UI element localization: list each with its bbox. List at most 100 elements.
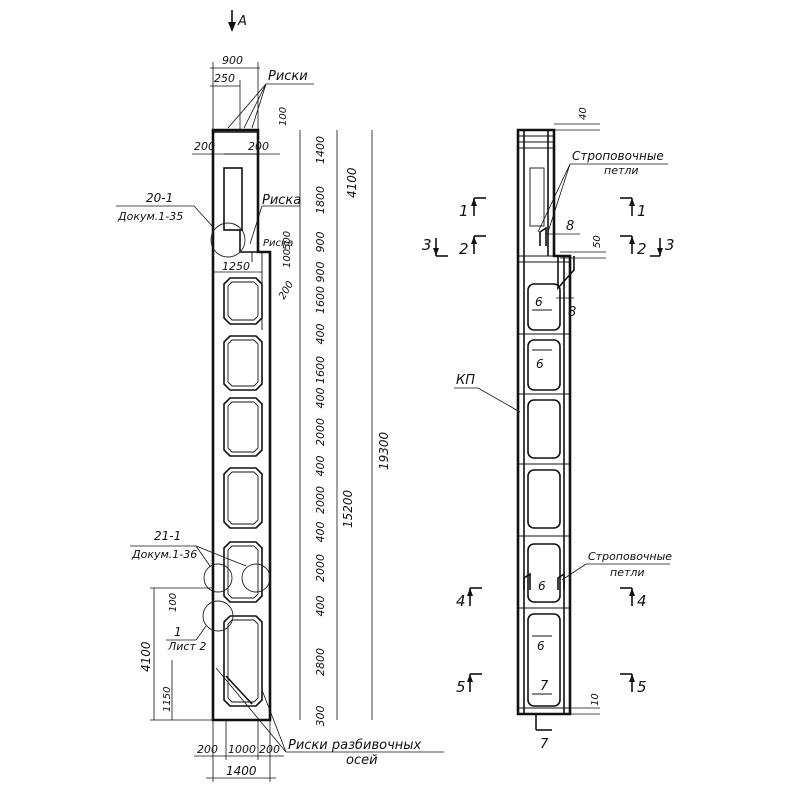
section-3-right: 3: [650, 236, 675, 257]
lifting-loop-bottom: [523, 572, 531, 590]
mark-8-lower: 8: [568, 305, 576, 320]
callout-circle-1: [202, 600, 234, 632]
svg-text:4: 4: [456, 592, 466, 610]
leader: [547, 163, 571, 233]
dim-top-250: 250: [214, 72, 235, 85]
left-view: A 900 250 Риски 100 200 200: [116, 10, 444, 782]
right-dim-label: 400: [314, 324, 327, 345]
section-4-left: 4: [456, 587, 482, 610]
side-opening-4: [527, 469, 561, 529]
side-opening-3: [527, 399, 561, 459]
opening-2-inner: [227, 339, 259, 387]
section-5-right: 5: [620, 673, 647, 696]
loops-label-2b: петли: [610, 566, 645, 579]
right-dim-labels: 1400 1800 900 900 1600 400 1600 400 2000 400 2000 4…: [314, 136, 327, 727]
svg-text:2: 2: [459, 240, 469, 258]
leader: [561, 563, 587, 581]
mark-label: Риска: [263, 238, 293, 249]
section-3-left: 3: [422, 236, 448, 257]
bottom-dim-200-left: 200: [197, 743, 218, 756]
side-opening-1: [527, 283, 561, 331]
dim-10: 10: [590, 693, 601, 706]
section-2-left: 2: [459, 235, 486, 258]
leader: [227, 83, 267, 129]
opening-3: [223, 397, 263, 457]
node-6d: 6: [537, 639, 545, 653]
side-opening-6: [527, 613, 561, 707]
node-6a: 6: [535, 295, 543, 309]
section-7-label: 7: [540, 737, 549, 752]
svg-text:3: 3: [665, 236, 675, 254]
mark-8-upper: 8: [566, 219, 574, 234]
leader: [249, 205, 263, 245]
leader: [215, 667, 287, 753]
dim-50: 50: [592, 235, 603, 248]
callout-1-doc: Лист 2: [167, 640, 206, 653]
opening-6: [223, 615, 263, 707]
left-dim-1150: 1150: [162, 687, 173, 712]
callout-20-1-doc: Докум.1-35: [117, 210, 183, 223]
bottom-dim-200-right: 200: [259, 743, 280, 756]
leader: [261, 689, 287, 753]
callout-21-1-doc: Докум.1-36: [131, 548, 197, 561]
bottom-dim-1400: 1400: [226, 764, 257, 778]
section-2-right: 2: [620, 235, 647, 258]
leader: [537, 163, 571, 233]
mark-label-top: Риска: [262, 193, 301, 208]
right-dim-label: 400: [314, 522, 327, 543]
dim-40: 40: [578, 107, 589, 120]
right-view: 40 Строповочные петли 8 8 50 КП Стропово…: [422, 107, 675, 752]
kp-label: КП: [456, 373, 475, 388]
opening-6-inner: [227, 619, 259, 703]
right-dim-label: 1800: [314, 186, 327, 214]
leader: [195, 545, 247, 567]
axis-marks-label-2: осей: [346, 753, 378, 768]
haunch-line: [225, 675, 253, 705]
overall-4100: 4100: [345, 167, 359, 198]
opening-4: [223, 467, 263, 529]
opening-1: [223, 277, 263, 325]
svg-text:3: 3: [422, 236, 432, 254]
side-slot: [529, 167, 545, 227]
node-6b: 6: [536, 357, 544, 371]
opening-5-inner: [227, 545, 259, 599]
right-dim-label: 900: [314, 262, 327, 283]
leader: [195, 625, 207, 641]
right-dim-label: 400: [314, 456, 327, 477]
dim-100-top: 100: [278, 107, 289, 126]
loops-label-1b: петли: [604, 164, 639, 177]
right-dim-label: 400: [314, 388, 327, 409]
leader: [251, 83, 267, 129]
leader: [243, 83, 267, 129]
right-dim-label: 2000: [314, 486, 327, 514]
node-6c: 6: [538, 579, 546, 593]
right-dim-label: 1600: [314, 356, 327, 384]
marks-label: Риски: [268, 69, 308, 84]
right-dim-label: 900: [314, 232, 327, 253]
opening-3-inner: [227, 401, 259, 453]
node-7: 7: [540, 679, 549, 694]
opening-1-inner: [227, 281, 259, 321]
right-dim-label: 2800: [314, 648, 327, 676]
left-dim-4100: 4100: [139, 641, 153, 672]
callout-20-1-num: 20-1: [146, 191, 173, 205]
section-5-left: 5: [456, 673, 482, 696]
opening-5: [223, 541, 263, 603]
side-corbel: [557, 256, 575, 291]
callout-1-num: 1: [174, 625, 182, 639]
svg-text:5: 5: [637, 678, 647, 696]
overall-15200: 15200: [341, 489, 355, 528]
lifting-loop-bottom-2: [557, 572, 565, 590]
side-opening-2: [527, 339, 561, 391]
left-dim-100: 100: [168, 593, 179, 612]
right-dim-label: 1400: [314, 136, 327, 164]
dim-500: 500: [282, 231, 293, 250]
callout-circle-21-1-right: [241, 563, 271, 593]
callout-circle-21-1-left: [203, 563, 233, 593]
view-arrow-label: A: [237, 14, 247, 29]
dim-100-mid: 100: [282, 249, 293, 268]
right-dim-label: 2000: [314, 554, 327, 582]
svg-text:5: 5: [456, 678, 466, 696]
right-dim-label: 1600: [314, 286, 327, 314]
leader: [195, 545, 211, 567]
